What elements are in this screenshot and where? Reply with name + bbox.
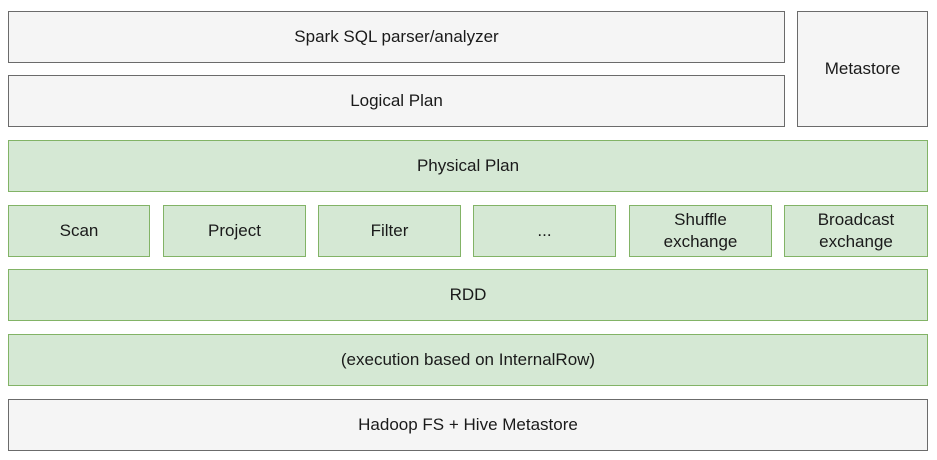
- rdd-label: RDD: [449, 285, 487, 304]
- operator-filter: Filter: [318, 205, 461, 257]
- operator-broadcast-exchange: Broadcast exchange: [784, 205, 928, 257]
- logical-plan-layer: Logical Plan: [8, 75, 785, 127]
- metastore-label: Metastore: [824, 59, 901, 78]
- operator-ellipsis: ...: [473, 205, 616, 257]
- physical-plan-label: Physical Plan: [416, 156, 520, 175]
- operator-label: Project: [208, 221, 261, 240]
- execution-layer: (execution based on InternalRow): [8, 334, 928, 386]
- physical-plan-layer: Physical Plan: [8, 140, 928, 192]
- operator-label: Scan: [59, 221, 99, 240]
- logical-plan-label: Logical Plan: [350, 91, 443, 110]
- operator-label: Broadcast exchange: [817, 210, 895, 251]
- operator-project: Project: [163, 205, 306, 257]
- operator-label: ...: [537, 221, 552, 240]
- operator-label: Filter: [370, 221, 409, 240]
- storage-label: Hadoop FS + Hive Metastore: [358, 415, 578, 434]
- execution-label: (execution based on InternalRow): [340, 350, 596, 369]
- metastore-box: Metastore: [797, 11, 928, 127]
- operator-scan: Scan: [8, 205, 150, 257]
- parser-analyzer-label: Spark SQL parser/analyzer: [294, 27, 499, 46]
- operator-shuffle-exchange: Shuffle exchange: [629, 205, 772, 257]
- rdd-layer: RDD: [8, 269, 928, 321]
- storage-layer: Hadoop FS + Hive Metastore: [8, 399, 928, 451]
- operator-label: Shuffle exchange: [663, 210, 738, 251]
- parser-analyzer-layer: Spark SQL parser/analyzer: [8, 11, 785, 63]
